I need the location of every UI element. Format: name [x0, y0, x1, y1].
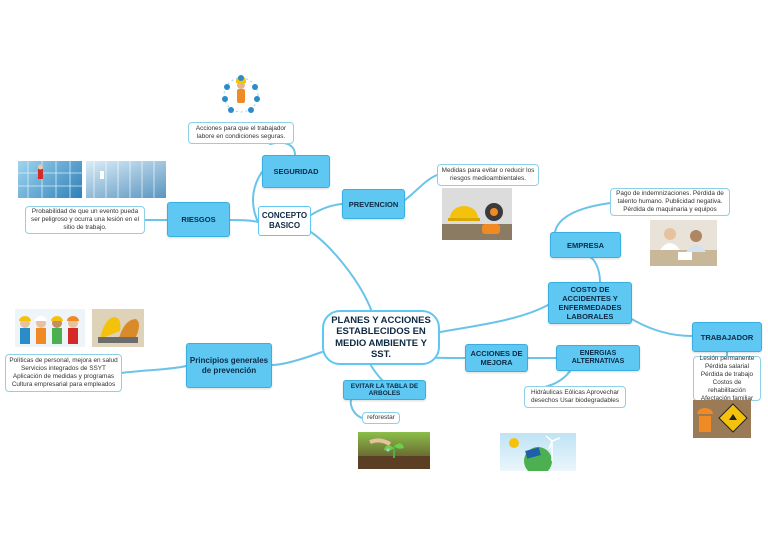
office-meeting-image — [650, 220, 717, 266]
window-cleaner-image — [18, 161, 82, 198]
riesgos-node[interactable]: RIESGOS — [167, 202, 230, 237]
safety-gloves-image — [92, 309, 144, 347]
evitar-tala-node[interactable]: EVITAR LA TABLA DE ARBOLES — [343, 380, 426, 400]
principios-node[interactable]: Principios generales de prevención — [186, 343, 272, 388]
injured-worker-image — [693, 400, 751, 438]
prevencion-description: Medidas para evitar o reducir los riesgo… — [437, 164, 539, 186]
seguridad-node[interactable]: SEGURIDAD — [262, 155, 330, 188]
trabajador-description: Lesión permanente Pérdida salarial Pérdi… — [693, 355, 761, 402]
trabajador-node[interactable]: TRABAJADOR — [692, 322, 762, 352]
acciones-mejora-node[interactable]: ACCIONES DE MEJORA — [465, 344, 528, 372]
seedling-hands-image — [358, 432, 430, 469]
riesgos-description: Probabilidad de que un evento pueda ser … — [25, 206, 145, 234]
principios-description: Políticas de personal, mejora en salud S… — [5, 354, 122, 392]
concepto-basico-node[interactable]: CONCEPTO BASICO — [258, 206, 311, 236]
hard-hat-gear-image — [442, 188, 512, 240]
glass-building-image — [86, 161, 166, 198]
energias-description: Hidráulicas Eólicas Aprovechar desechos … — [524, 386, 626, 408]
energias-alternativas-node[interactable]: ENERGIAS ALTERNATIVAS — [556, 345, 640, 371]
reforestar-label: reforestar — [362, 412, 400, 424]
seguridad-description: Acciones para que el trabajador labore e… — [188, 122, 294, 144]
empresa-node[interactable]: EMPRESA — [550, 232, 621, 258]
prevencion-node[interactable]: PREVENCION — [342, 189, 405, 219]
workers-group-image — [15, 309, 85, 347]
costo-accidentes-node[interactable]: COSTO DE ACCIDENTES Y ENFERMEDADES LABOR… — [548, 282, 632, 324]
renewable-energy-image — [500, 433, 576, 471]
safety-icons-image — [219, 73, 263, 117]
central-topic[interactable]: PLANES Y ACCIONES ESTABLECIDOS EN MEDIO … — [322, 310, 440, 365]
empresa-description: Pago de indemnizaciones. Pérdida de tale… — [610, 188, 730, 216]
